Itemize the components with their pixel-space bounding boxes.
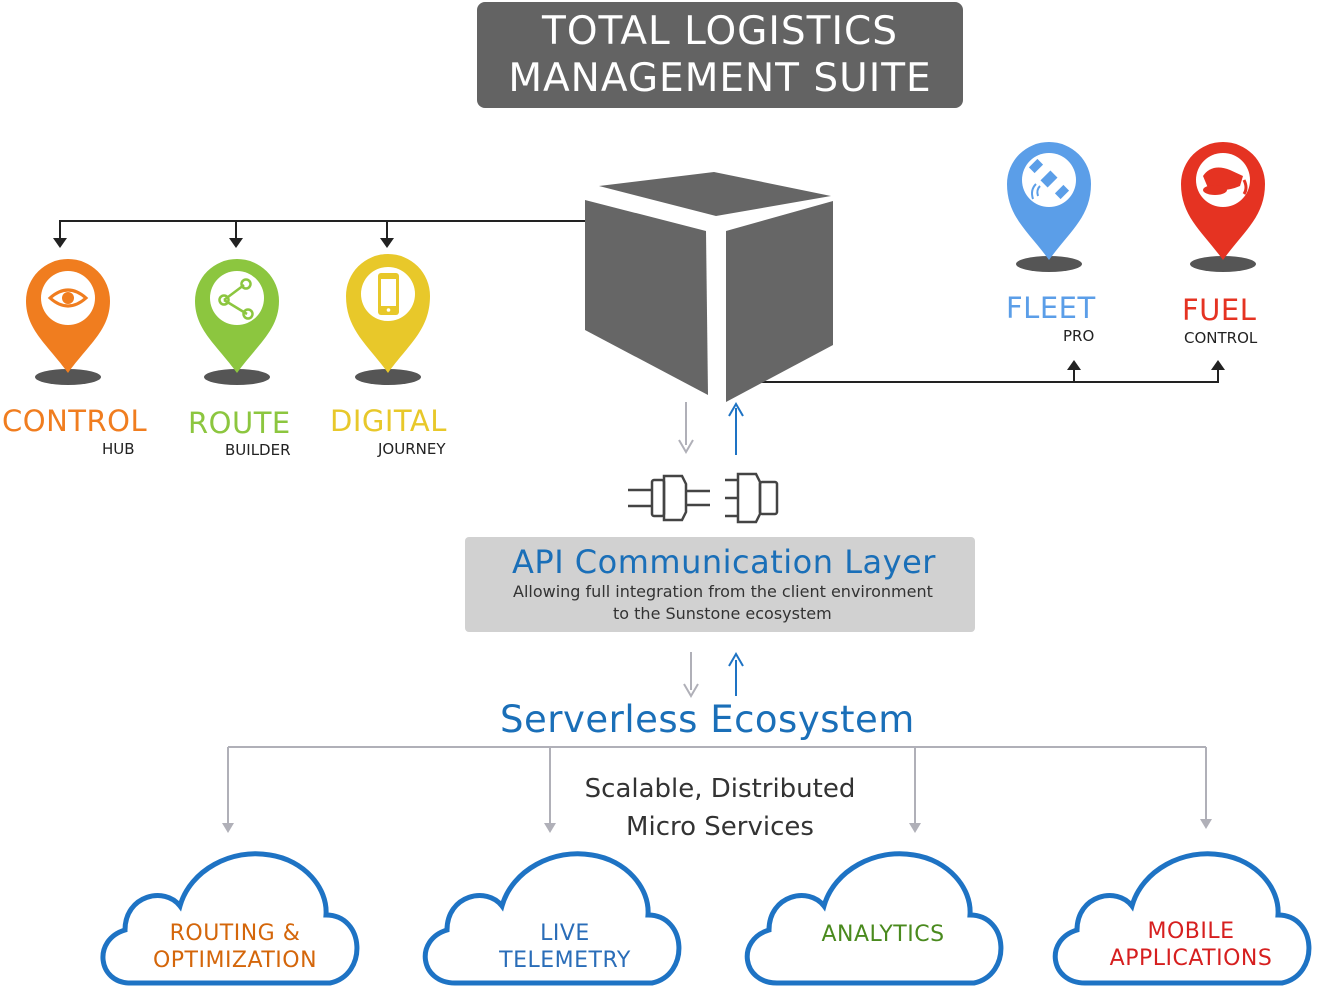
right-connector-arrowheads: [1067, 360, 1225, 370]
api-layer-description-line-1: Allowing full integration from the clien…: [513, 582, 933, 601]
cube-api-up-arrow: [728, 402, 744, 455]
fuel-control-sub: CONTROL: [1184, 329, 1258, 347]
title-line-1: TOTAL LOGISTICS: [542, 9, 898, 54]
suite-title-banner: TOTAL LOGISTICS MANAGEMENT SUITE: [477, 2, 963, 108]
api-communication-layer-box: API Communication Layer Allowing full in…: [465, 537, 975, 632]
cloud-routing-label: ROUTING & OPTIMIZATION: [130, 920, 340, 974]
cloud-mobile-line-1: MOBILE: [1147, 919, 1235, 944]
cube-icon: [585, 172, 833, 402]
cloud-telemetry-label: LIVE TELEMETRY: [460, 920, 670, 974]
api-serverless-down-arrow: [683, 652, 699, 698]
fuel-control-name: FUEL: [1182, 293, 1257, 327]
cloud-analytics: [744, 851, 1004, 986]
cloud-mobile-label: MOBILE APPLICATIONS: [1086, 918, 1296, 972]
cloud-telemetry-line-1: LIVE: [540, 921, 590, 946]
cloud-mobile-line-2: APPLICATIONS: [1109, 946, 1273, 971]
left-connector-lines: [59, 220, 585, 240]
fleet-pro-pin-icon: [1007, 142, 1091, 272]
route-builder-sub: BUILDER: [225, 441, 291, 459]
microservice-distribution-arrowheads: [222, 819, 1212, 833]
route-builder-name: ROUTE: [188, 406, 291, 440]
microservices-caption-line-2: Micro Services: [626, 812, 814, 842]
left-connector-arrowheads: [53, 238, 394, 248]
title-line-2: MANAGEMENT SUITE: [508, 56, 932, 101]
microservice-distribution-lines: [227, 746, 1207, 828]
cloud-routing-line-2: OPTIMIZATION: [152, 948, 318, 973]
right-connector-lines: [760, 368, 1219, 383]
cloud-analytics-label: ANALYTICS: [778, 921, 988, 948]
api-serverless-up-arrow: [728, 652, 744, 696]
control-hub-pin-icon: [26, 259, 110, 385]
route-builder-pin-icon: [195, 259, 279, 385]
fuel-control-pin-icon: [1181, 142, 1265, 272]
serverless-ecosystem-title: Serverless Ecosystem: [500, 698, 915, 741]
cloud-live-telemetry: [422, 851, 682, 986]
cloud-mobile-applications: [1052, 851, 1312, 986]
digital-journey-sub: JOURNEY: [378, 440, 446, 458]
digital-journey-name: DIGITAL: [330, 404, 447, 438]
fleet-pro-sub: PRO: [1063, 327, 1095, 345]
fleet-pro-name: FLEET: [1006, 291, 1096, 325]
microservices-caption-line-1: Scalable, Distributed: [584, 774, 856, 804]
plug-connector-icon: [628, 472, 779, 524]
api-layer-title: API Communication Layer: [512, 543, 936, 581]
control-hub-name: CONTROL: [2, 404, 148, 438]
control-hub-sub: HUB: [102, 440, 135, 458]
microservices-caption: Scalable, Distributed Micro Services: [520, 770, 920, 846]
cloud-telemetry-line-2: TELEMETRY: [499, 948, 631, 973]
cube-api-down-arrow: [678, 402, 694, 454]
cloud-analytics-line-1: ANALYTICS: [821, 922, 945, 947]
cloud-routing-line-1: ROUTING &: [169, 921, 301, 946]
api-layer-description-line-2: to the Sunstone ecosystem: [613, 604, 832, 623]
digital-journey-pin-icon: [346, 254, 430, 385]
cloud-routing-optimization: [100, 851, 360, 986]
